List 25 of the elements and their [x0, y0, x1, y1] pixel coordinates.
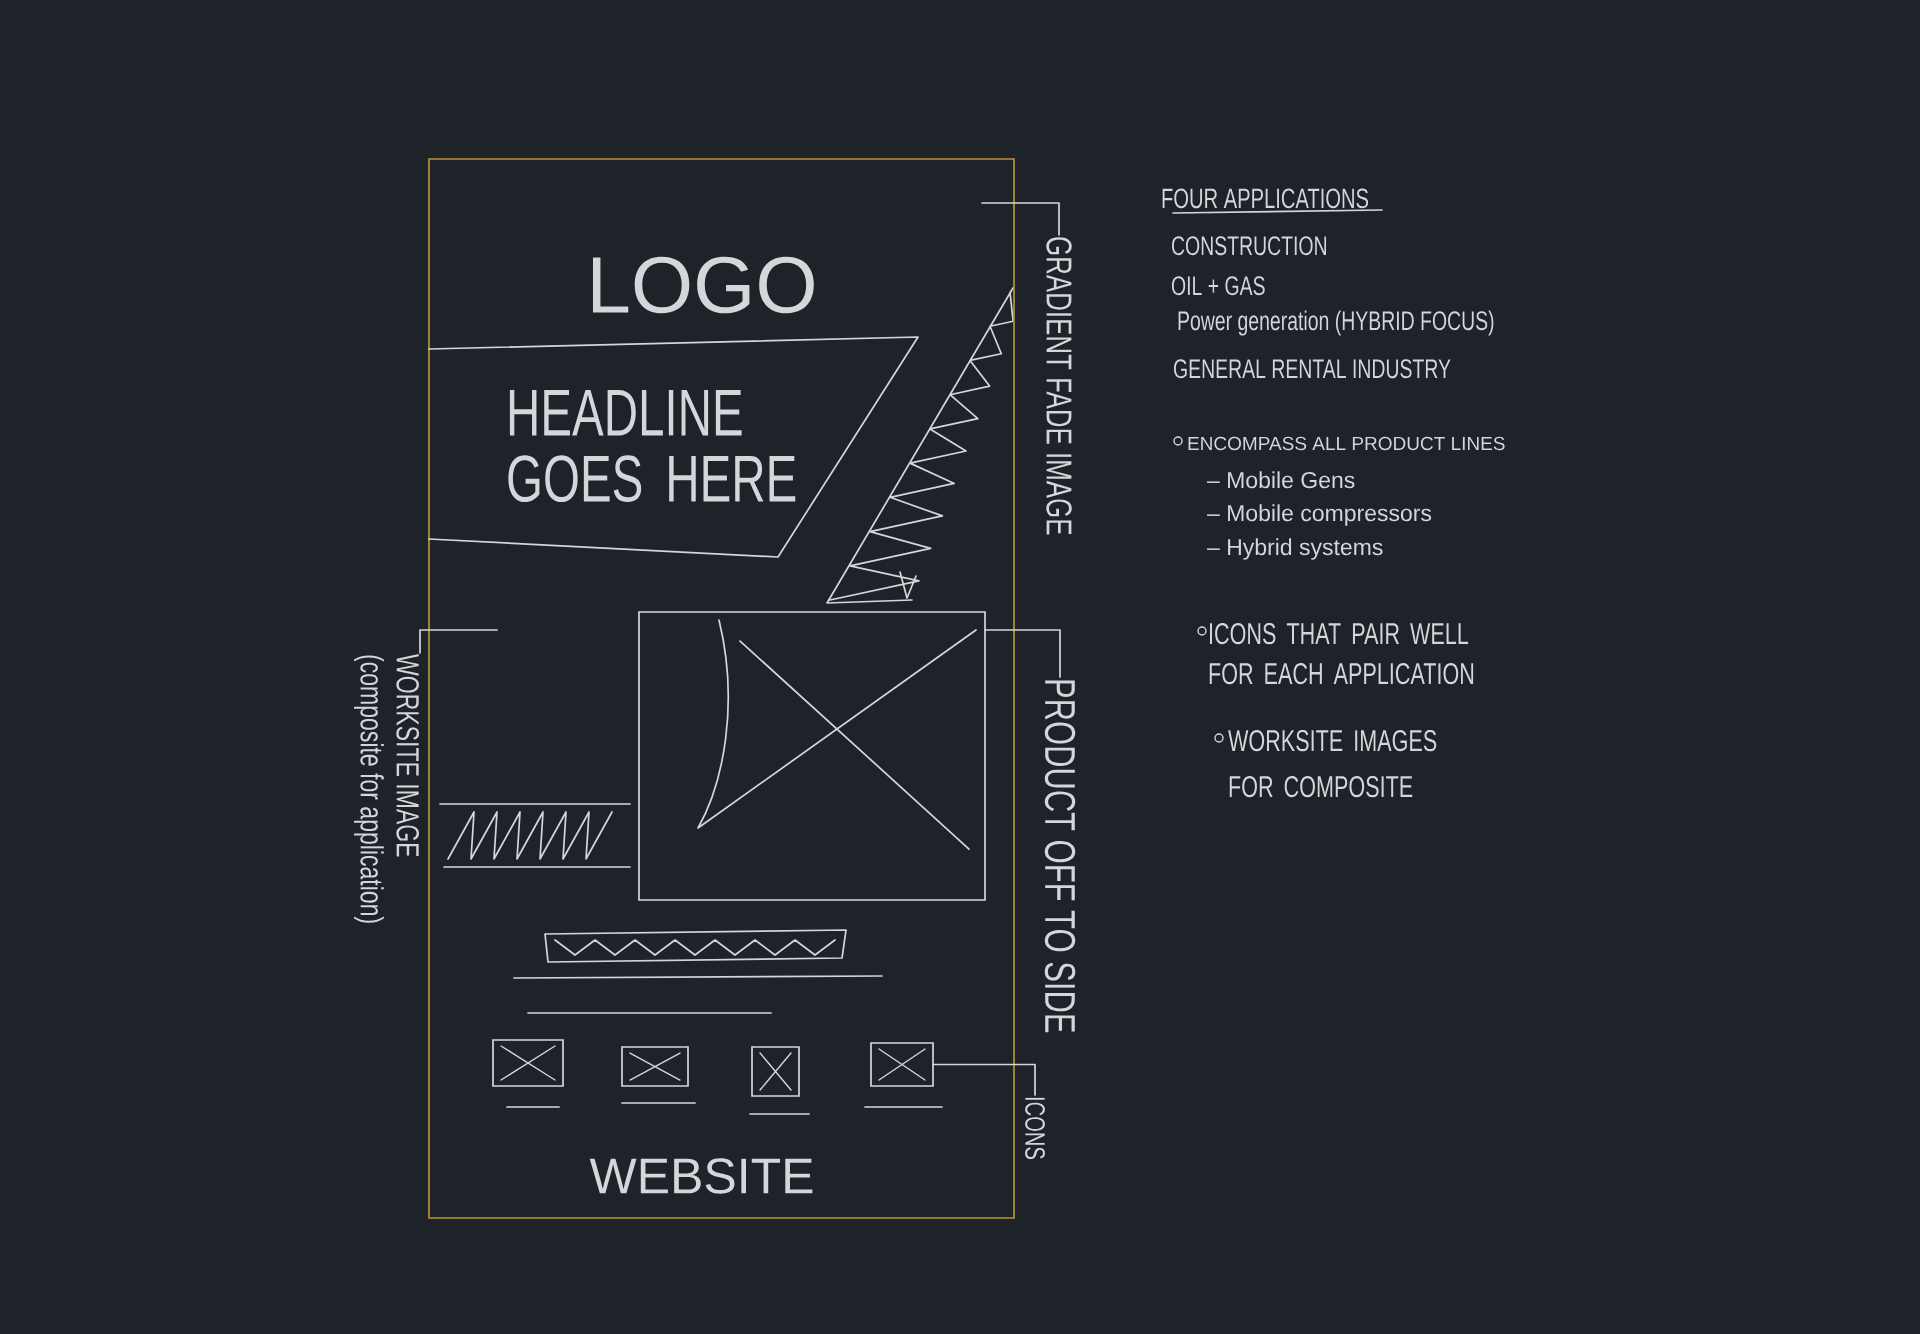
leader-line [981, 202, 1060, 236]
side-note: GRADIENT FADE IMAGE [1046, 237, 1072, 535]
leader-line [984, 629, 1061, 678]
placeholder-icon [870, 1042, 934, 1087]
list-item: – Mobile compressors [1207, 504, 1432, 526]
list-item: Power generation (HYBRID FOCUS) [1178, 310, 1494, 336]
list-item: CONSTRUCTION [1172, 236, 1326, 256]
side-note: PRODUCT OFF TO SIDE [1044, 680, 1076, 1033]
placeholder-icon [621, 1046, 689, 1087]
side-note: WORKSITE IMAGE (composite for application) [354, 654, 419, 923]
leader-line [419, 629, 498, 654]
placeholder-icon [492, 1039, 564, 1087]
list-item: ENCOMPASS ALL PRODUCT LINES [1188, 436, 1505, 451]
side-note: ICONS [1025, 1097, 1045, 1159]
list-item: OIL + GAS [1171, 276, 1265, 296]
list-item: WORKSITE IMAGES FOR COMPOSITE [1228, 730, 1437, 798]
image-placeholder [638, 611, 986, 901]
list-item: ICONS THAT PAIR WELL FOR EACH APPLICATION [1209, 623, 1474, 685]
list-item: – Hybrid systems [1207, 538, 1383, 560]
list-item: GENERAL RENTAL INDUSTRY [1174, 359, 1451, 379]
leader-line [932, 1063, 1036, 1096]
placeholder-icon [751, 1046, 800, 1097]
list-item: – Mobile Gens [1207, 471, 1355, 489]
notes-heading: FOUR APPLICATIONS [1162, 188, 1369, 209]
headline-panel: HEADLINE GOES HERE [428, 336, 919, 558]
